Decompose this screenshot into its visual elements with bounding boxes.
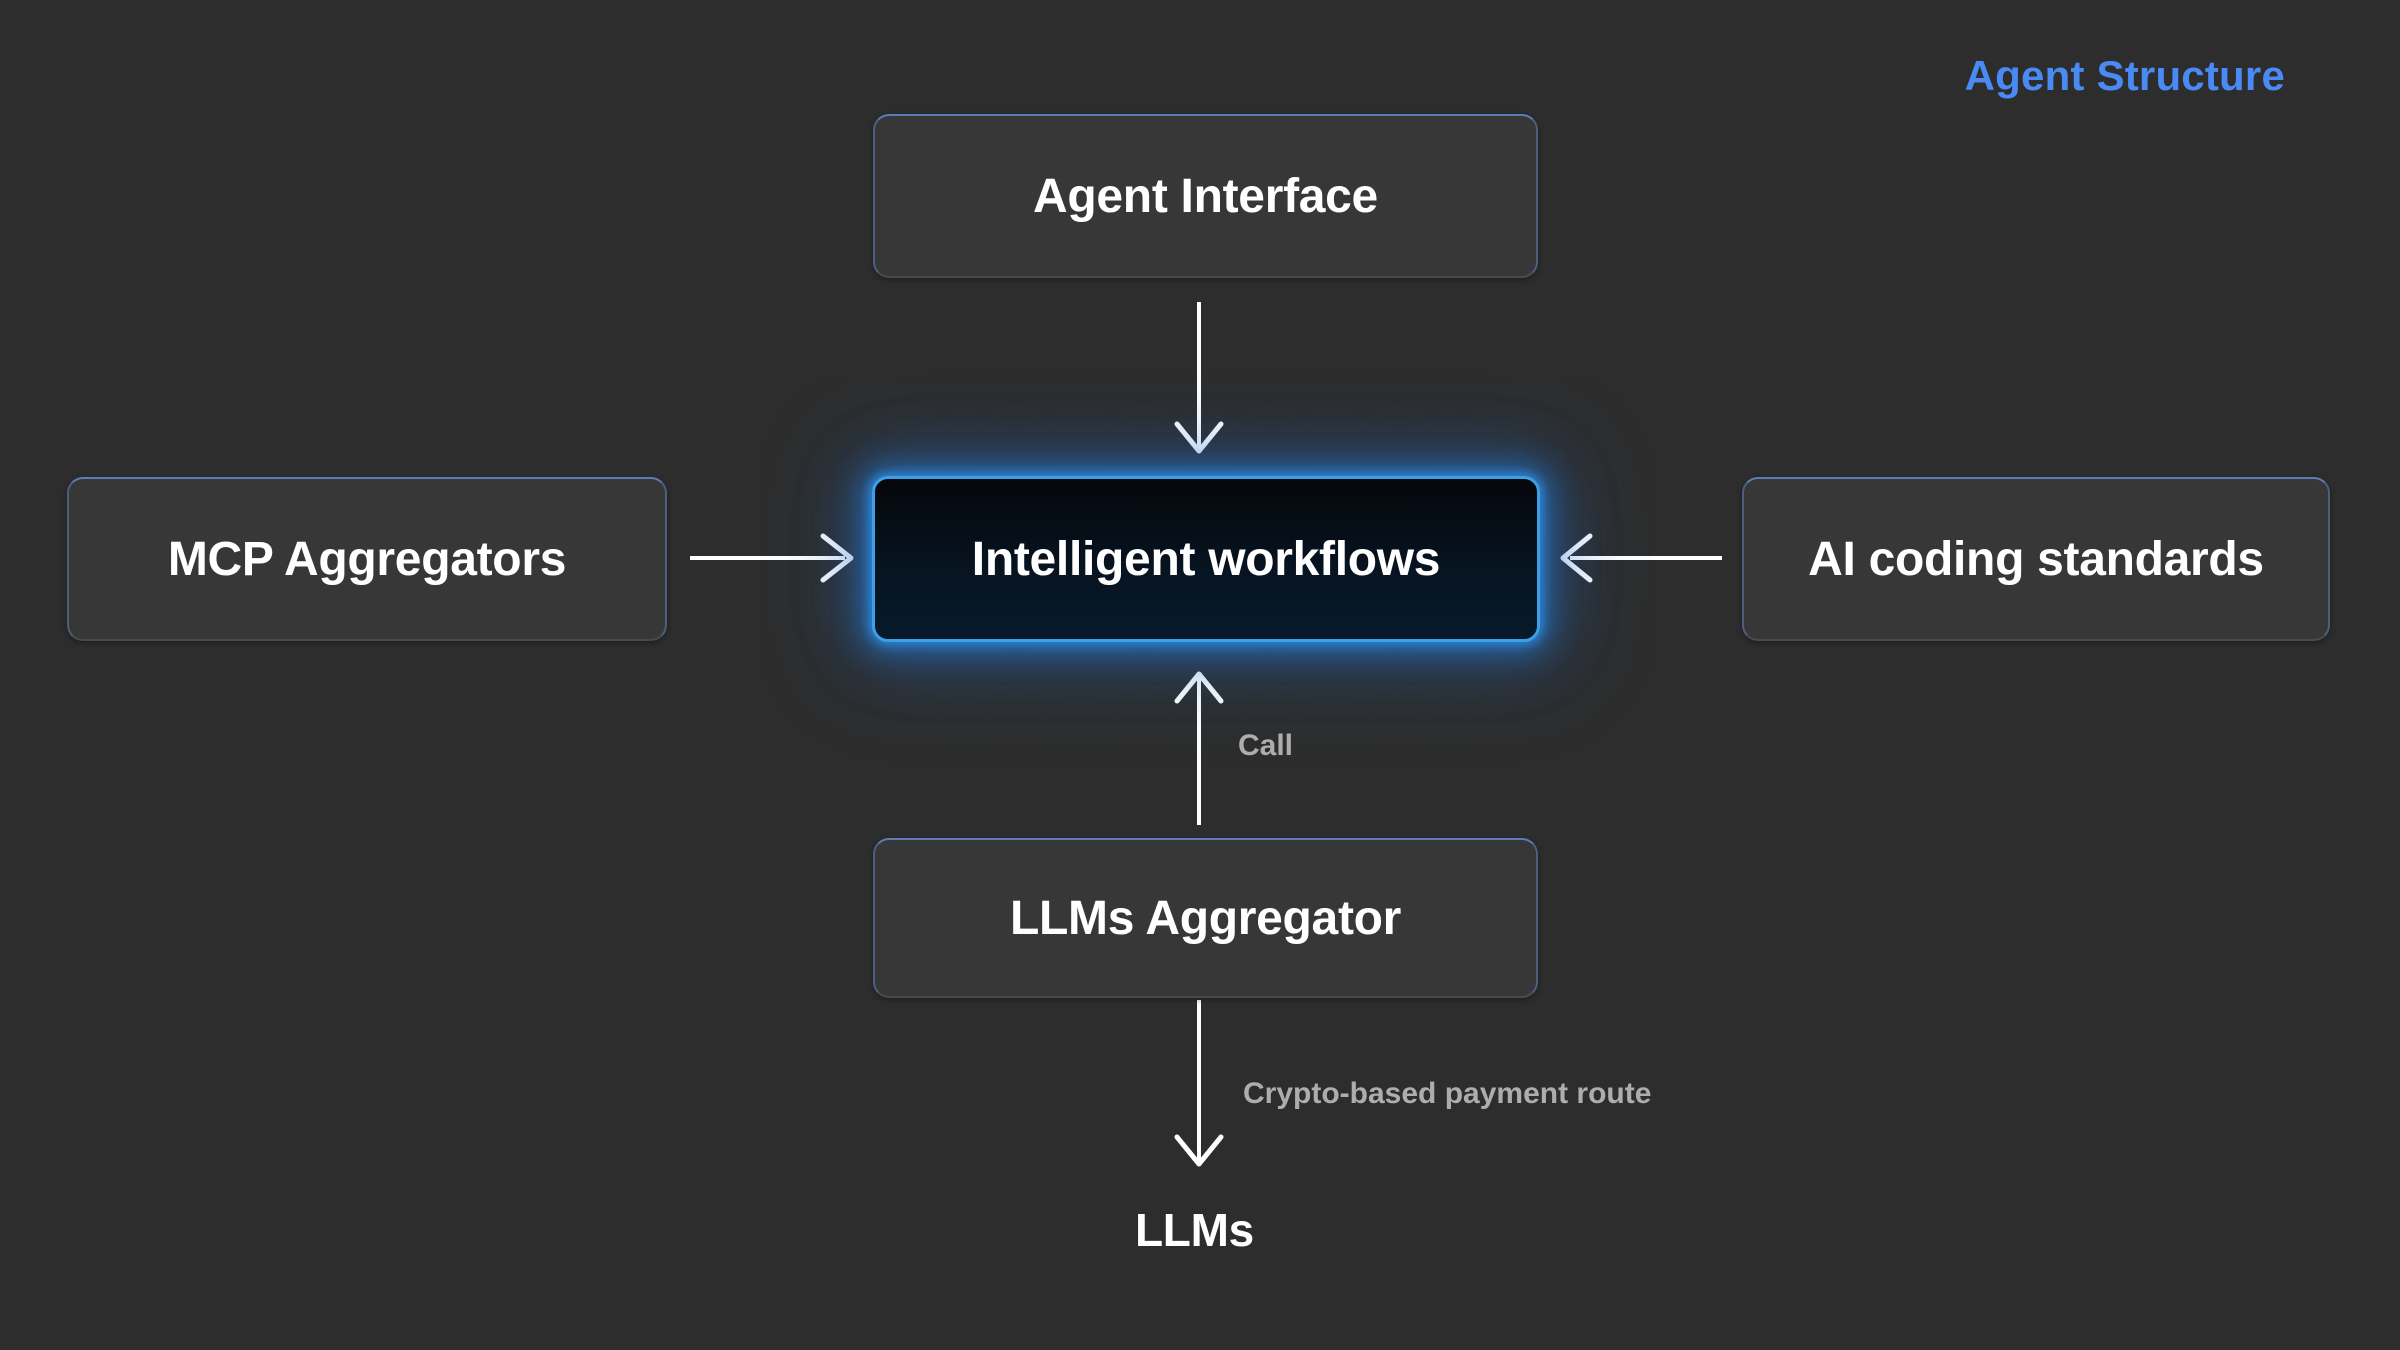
arrow-mcp-to-workflows xyxy=(690,533,854,583)
node-llms[interactable]: LLMs xyxy=(1135,1204,1254,1256)
edge-label-crypto-route: Crypto-based payment route xyxy=(1243,1077,1652,1110)
node-mcp-aggregators[interactable]: MCP Aggregators xyxy=(67,477,667,641)
node-intelligent-workflows-label: Intelligent workflows xyxy=(971,532,1441,586)
diagram-title: Agent Structure xyxy=(1964,52,2285,99)
node-intelligent-workflows[interactable]: Intelligent workflows xyxy=(872,476,1540,642)
arrow-standards-to-workflows xyxy=(1560,533,1722,583)
node-ai-coding-standards[interactable]: AI coding standards xyxy=(1742,477,2330,641)
node-agent-interface[interactable]: Agent Interface xyxy=(873,114,1538,278)
arrow-llms-aggregator-to-workflows xyxy=(1174,671,1224,825)
node-agent-interface-label: Agent Interface xyxy=(1033,169,1378,223)
node-ai-coding-standards-label: AI coding standards xyxy=(1808,532,2264,586)
node-llms-aggregator-label: LLMs Aggregator xyxy=(1009,891,1402,945)
edge-label-call: Call xyxy=(1238,729,1294,762)
arrow-llms-aggregator-to-llms xyxy=(1174,1000,1224,1167)
node-llms-aggregator[interactable]: LLMs Aggregator xyxy=(873,838,1538,998)
arrow-agent-interface-to-workflows xyxy=(1174,302,1224,454)
node-mcp-aggregators-label: MCP Aggregators xyxy=(167,532,567,586)
